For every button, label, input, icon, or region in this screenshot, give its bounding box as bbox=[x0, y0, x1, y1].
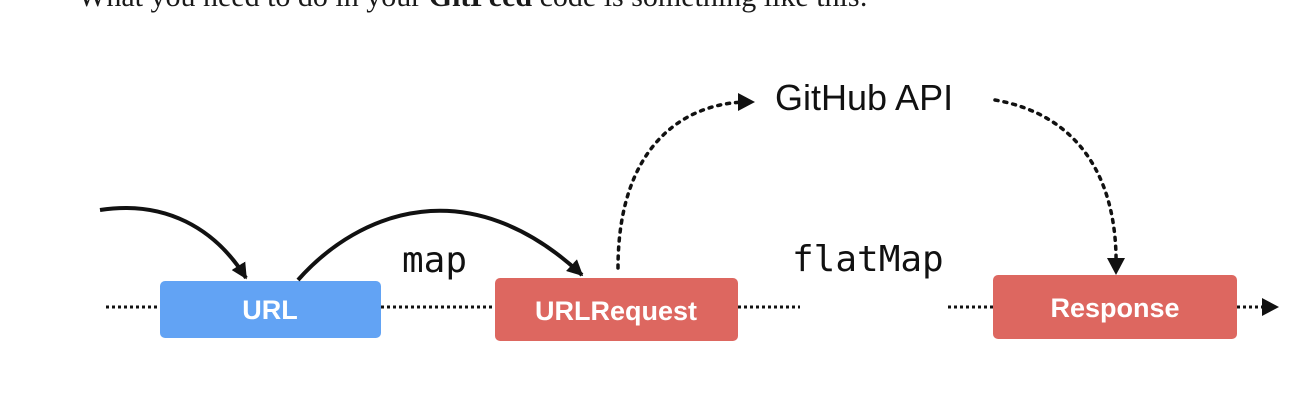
timeline-end-arrowhead bbox=[1262, 298, 1279, 316]
intro-emphasis: GitFeed bbox=[429, 0, 532, 13]
url-request-label: URLRequest bbox=[535, 296, 697, 326]
url-node: URL bbox=[160, 281, 381, 338]
map-operator-label: map bbox=[402, 240, 467, 281]
flatmap-operator-label: flatMap bbox=[792, 239, 944, 280]
response-label: Response bbox=[1050, 293, 1179, 323]
intro-prefix: What you need to do in your bbox=[78, 0, 429, 13]
request-to-api-arrow bbox=[616, 100, 750, 270]
intro-suffix: code is something like this: bbox=[532, 0, 868, 13]
map-arrow bbox=[296, 208, 584, 282]
input-arrow bbox=[99, 205, 248, 280]
solid-arrows bbox=[99, 205, 584, 282]
url-box bbox=[160, 281, 381, 338]
url-request-box bbox=[495, 278, 738, 341]
request-to-api-arrowhead bbox=[738, 93, 755, 111]
api-to-response-arrow bbox=[993, 98, 1118, 270]
url-request-node: URLRequest bbox=[495, 278, 738, 341]
url-label: URL bbox=[242, 295, 298, 325]
dotted-arrows bbox=[616, 98, 1118, 270]
intro-sentence: What you need to do in your GitFeed code… bbox=[78, 0, 868, 14]
github-api-label: GitHub API bbox=[775, 77, 953, 118]
response-box bbox=[993, 275, 1237, 339]
response-node: Response bbox=[993, 275, 1237, 339]
api-to-response-arrowhead bbox=[1107, 258, 1125, 275]
